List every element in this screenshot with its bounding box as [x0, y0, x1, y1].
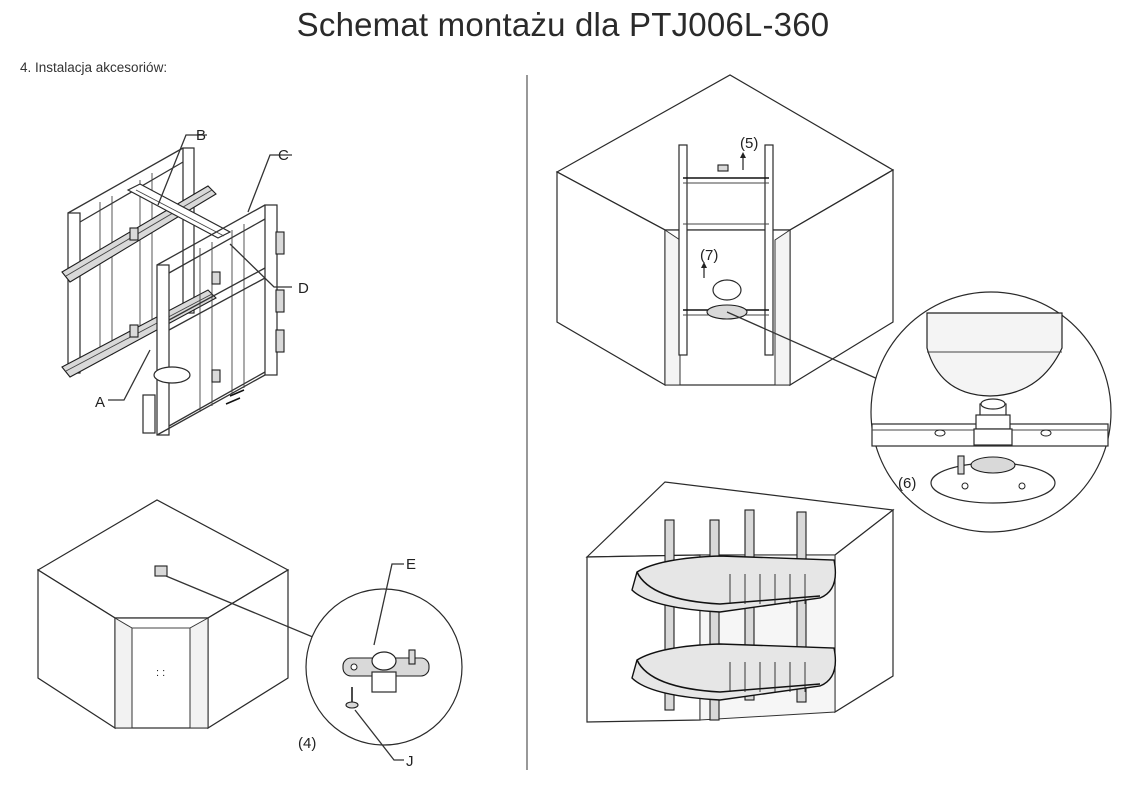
page-title: Schemat montażu dla PTJ006L-360: [296, 6, 830, 43]
installed-frame-cabinet-illustration: [555, 74, 895, 387]
callout-label-e: E: [406, 556, 416, 573]
callout-label-j: J: [406, 753, 414, 770]
step-number-5: (5): [740, 135, 758, 152]
step-heading: 4. Instalacja akcesoriów:: [20, 60, 168, 75]
callout-label-a: A: [95, 394, 105, 411]
callout-label-d: D: [298, 280, 309, 297]
step-number-4: (4): [298, 735, 316, 752]
corner-cabinet-illustration: : :: [36, 499, 321, 730]
top-bearing-detail-circle: [305, 563, 463, 761]
callout-label-c: C: [278, 147, 289, 164]
bottom-bearing-detail-circle: [870, 291, 1112, 533]
finished-carousel-cabinet-illustration: [585, 481, 895, 723]
callout-label-b: B: [196, 127, 206, 144]
frame-assembly-illustration: [61, 134, 292, 436]
step-number-7: (7): [700, 247, 718, 264]
svg-text:: :: : :: [156, 667, 165, 679]
step-number-6: (6): [898, 475, 916, 492]
